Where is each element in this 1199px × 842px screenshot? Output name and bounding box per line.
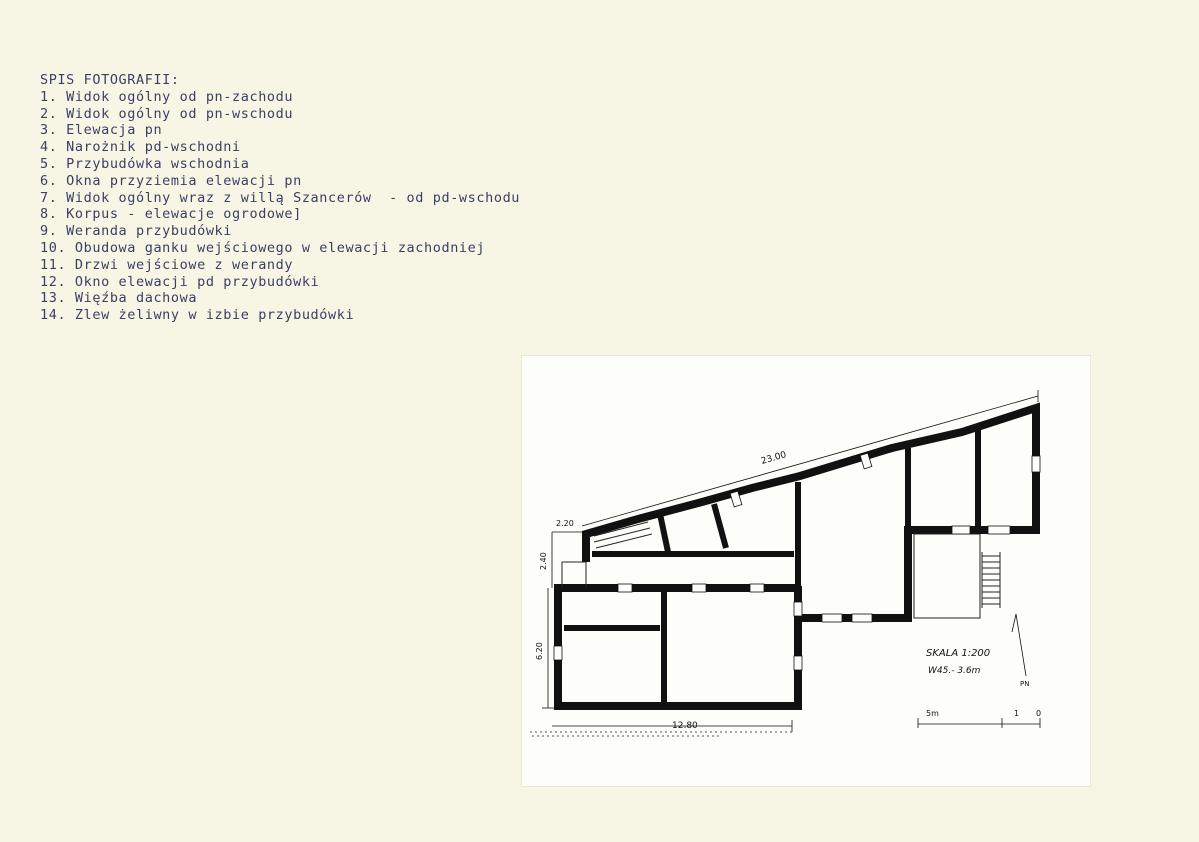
list-item: 4. Narożnik pd-wschodni bbox=[40, 139, 241, 156]
scale-label: SKALA 1:200 bbox=[926, 648, 990, 659]
scale-bar-left-label: 5m bbox=[926, 709, 939, 718]
list-item: 12. Okno elewacji pd przybudówki bbox=[40, 273, 320, 290]
list-item: 10. Obudowa ganku wejściowego w elewacji… bbox=[40, 239, 486, 256]
scale-bar-mid-label: 1 bbox=[1014, 709, 1019, 718]
floor-plan-drawing: 23.00 2.20 2.40 6.20 12.80 SKALA 1:200 W… bbox=[530, 390, 1041, 737]
north-arrow bbox=[1015, 613, 1027, 677]
plan-wall-interior bbox=[711, 503, 729, 549]
list-item: 5. Przybudówka wschodnia bbox=[40, 155, 250, 172]
plan-wall-lower-block bbox=[554, 584, 802, 710]
list-item: 14. Zlew żeliwny w izbie przybudówki bbox=[40, 307, 355, 324]
list-item: 1. Widok ogólny od pn-zachodu bbox=[40, 88, 294, 105]
north-label: PN bbox=[1020, 680, 1029, 688]
photo-list-heading: SPIS FOTOGRAFII: bbox=[40, 72, 180, 88]
dimension-left-top-label: 2.20 bbox=[556, 519, 574, 528]
list-item: 13. Więźba dachowa bbox=[40, 290, 198, 307]
list-item: 2. Widok ogólny od pn-wschodu bbox=[40, 105, 294, 122]
plan-wall-interior bbox=[657, 513, 671, 553]
floor-plan-print: 23.00 2.20 2.40 6.20 12.80 SKALA 1:200 W… bbox=[522, 356, 1090, 786]
photo-list: SPIS FOTOGRAFII: 1. Widok ogólny od pn-z… bbox=[40, 72, 520, 324]
dimension-top-label: 23.00 bbox=[760, 450, 788, 467]
dimension-left-lower-label: 6.20 bbox=[535, 642, 544, 660]
plan-stairs bbox=[593, 521, 1001, 608]
height-label: W45.- 3.6m bbox=[928, 666, 981, 676]
list-item: 9. Weranda przybudówki bbox=[40, 223, 233, 240]
list-item: 6. Okna przyziemia elewacji pn bbox=[40, 172, 302, 189]
dimension-line-top bbox=[581, 395, 1039, 527]
ground-hatching bbox=[530, 731, 792, 737]
scale-bar-right-label: 0 bbox=[1036, 709, 1041, 718]
dimension-left-vertical-label: 2.40 bbox=[539, 552, 548, 570]
list-item: 7. Widok ogólny wraz z willą Szancerów -… bbox=[40, 189, 521, 206]
list-item: 11. Drzwi wejściowe z werandy bbox=[40, 256, 294, 273]
list-item: 3. Elewacja pn bbox=[40, 122, 163, 139]
plan-veranda bbox=[913, 533, 981, 619]
list-item: 8. Korpus - elewacje ogrodowe] bbox=[40, 206, 302, 223]
dimension-bottom-label: 12.80 bbox=[672, 721, 698, 731]
